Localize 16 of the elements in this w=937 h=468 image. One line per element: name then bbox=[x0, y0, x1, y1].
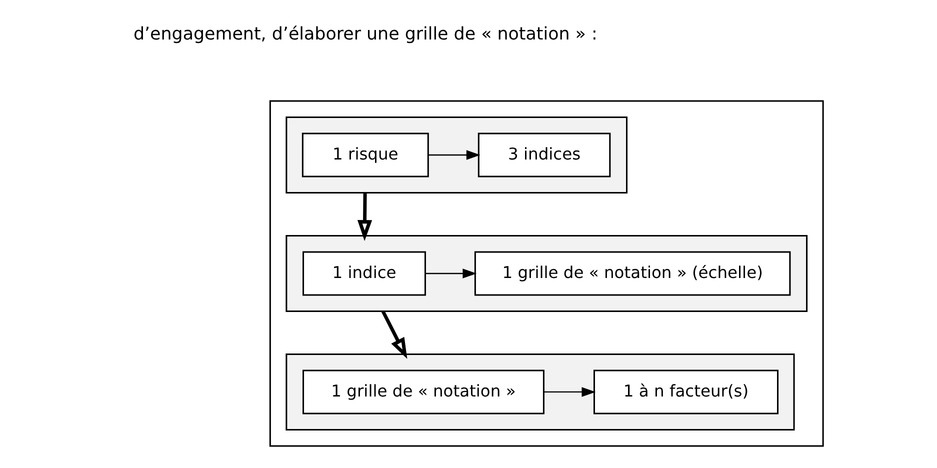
cluster bbox=[269, 100, 824, 447]
arrow bbox=[544, 387, 596, 397]
cluster bbox=[286, 116, 628, 194]
cluster bbox=[286, 234, 808, 312]
cluster bbox=[286, 353, 795, 430]
node-box: 3 indices bbox=[478, 132, 611, 178]
node-box: 1 indice bbox=[302, 251, 426, 296]
node-box: 1 grille de « notation » (échelle) bbox=[474, 251, 791, 296]
node-box: 1 grille de « notation » bbox=[302, 370, 544, 414]
node-box: 1 à n facteur(s) bbox=[593, 370, 779, 414]
arrow bbox=[357, 192, 372, 242]
arrow bbox=[426, 268, 477, 278]
arrow bbox=[428, 150, 480, 160]
node-box: 1 risque bbox=[302, 132, 429, 178]
label: d’engagement, d’élaborer une grille de « notation » : bbox=[133, 24, 598, 44]
arrow bbox=[381, 310, 408, 359]
